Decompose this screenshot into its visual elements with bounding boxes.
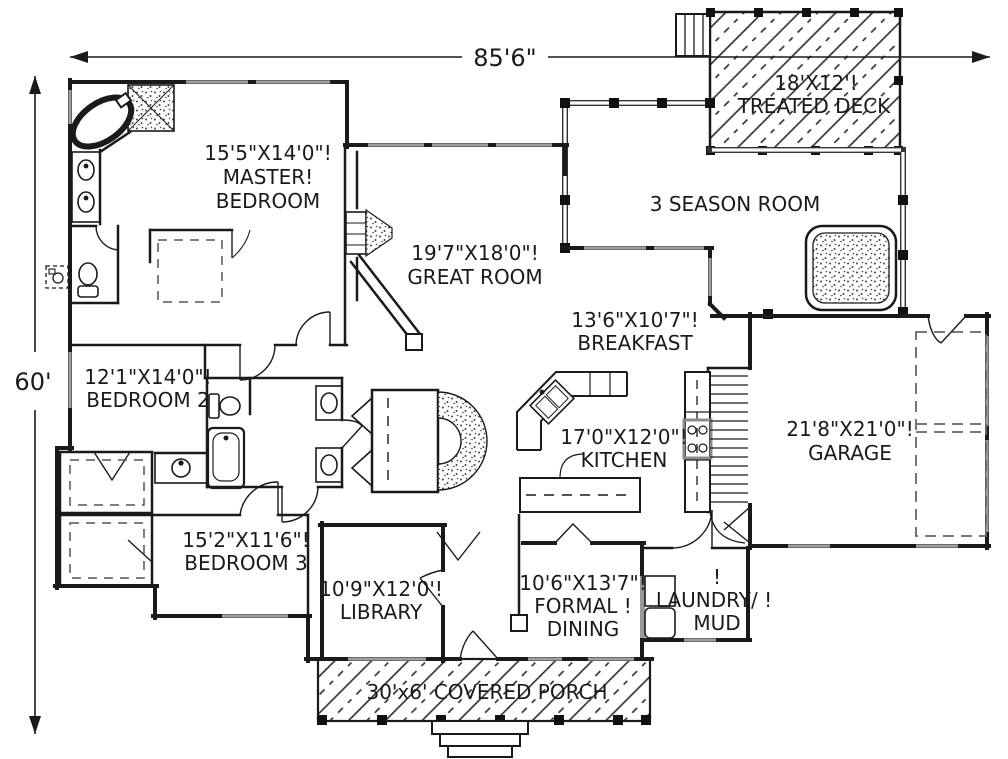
hall-toilet-icon <box>208 393 241 419</box>
garage-storage-outline <box>915 331 987 537</box>
label-bedroom3-size: 15'2"X11'6"! <box>182 528 309 552</box>
label-breakfast-name: BREAKFAST <box>577 331 693 355</box>
label-library-size: 10'9"X12'0'! <box>319 577 443 601</box>
label-breakfast-size: 13'6"X10'7"! <box>571 308 698 332</box>
label-deck-size: 18'X12'! <box>774 71 858 95</box>
staircase-icon <box>709 375 748 544</box>
kitchen-wall-counter <box>682 371 713 513</box>
hot-tub-icon <box>804 224 898 312</box>
label-kitchen-size: 17'0"X12'0"! <box>560 425 687 449</box>
label-garage-name: GARAGE <box>808 441 892 465</box>
dim-depth-label: 60' <box>14 368 51 396</box>
label-library-name: LIBRARY <box>340 600 423 624</box>
hall-tub-icon <box>206 426 246 490</box>
fireplace-icon <box>345 208 393 258</box>
dimension-width <box>70 51 990 63</box>
label-master-name2: BEDROOM <box>216 189 320 213</box>
makeup-sink-icon <box>154 452 208 484</box>
laundry-fixtures <box>640 575 676 639</box>
label-bedroom2-name: BEDROOM 2 <box>86 388 209 412</box>
label-dining-size: 10'6"X13'7"! <box>519 571 646 595</box>
hall-bath <box>154 385 343 490</box>
front-door-icon <box>459 630 499 660</box>
curved-niche-icon <box>350 388 488 494</box>
jack-jill-sinks-icon <box>315 385 343 483</box>
label-season-name: 3 SEASON ROOM <box>650 192 821 216</box>
covered-porch <box>316 657 652 758</box>
double-vanity-icon <box>71 151 101 223</box>
kitchen-sink-icon <box>528 378 576 426</box>
washer-icon <box>644 575 676 607</box>
label-deck-name: TREATED DECK <box>737 94 891 118</box>
garden-tub-icon <box>69 91 135 150</box>
master-closet-rod <box>157 239 223 303</box>
label-dining-name2: DINING <box>547 617 620 641</box>
label-great-name: GREAT ROOM <box>407 265 542 289</box>
label-laundry-line1: ! <box>713 565 721 589</box>
master-bath <box>69 84 223 303</box>
porch-steps-icon <box>431 720 529 758</box>
label-master-name1: MASTER! <box>223 165 313 189</box>
label-dining-name1: FORMAL ! <box>534 594 632 618</box>
kitchen-fixtures <box>516 371 713 513</box>
dryer-icon <box>644 607 676 639</box>
doors <box>93 225 967 660</box>
label-laundry-line3: MUD <box>693 611 740 635</box>
label-laundry-line2: LAUNDRY/ ! <box>656 588 772 612</box>
label-garage-size: 21'8"X21'0"! <box>786 417 913 441</box>
dimension-depth <box>29 76 41 734</box>
label-master-size: 15'5"X14'0"! <box>204 141 331 165</box>
electrical-meter-icon <box>45 265 69 289</box>
closet-dashes <box>69 459 145 579</box>
label-great-size: 19'7"X18'0"! <box>411 241 538 265</box>
cooktop-icon <box>682 418 713 460</box>
corner-shower-icon <box>127 84 175 132</box>
toilet-icon <box>77 262 99 298</box>
dim-width-label: 85'6" <box>473 44 536 72</box>
label-bedroom3-name: BEDROOM 3 <box>184 551 307 575</box>
windows <box>68 80 989 661</box>
kitchen-island-icon <box>519 453 641 513</box>
label-bedroom2-size: 12'1"X14'0"! <box>84 365 211 389</box>
label-porch-name: 30'x6' COVERED PORCH <box>366 680 607 704</box>
deck-stairs-icon <box>675 13 711 57</box>
label-kitchen-name: KITCHEN <box>581 448 668 472</box>
